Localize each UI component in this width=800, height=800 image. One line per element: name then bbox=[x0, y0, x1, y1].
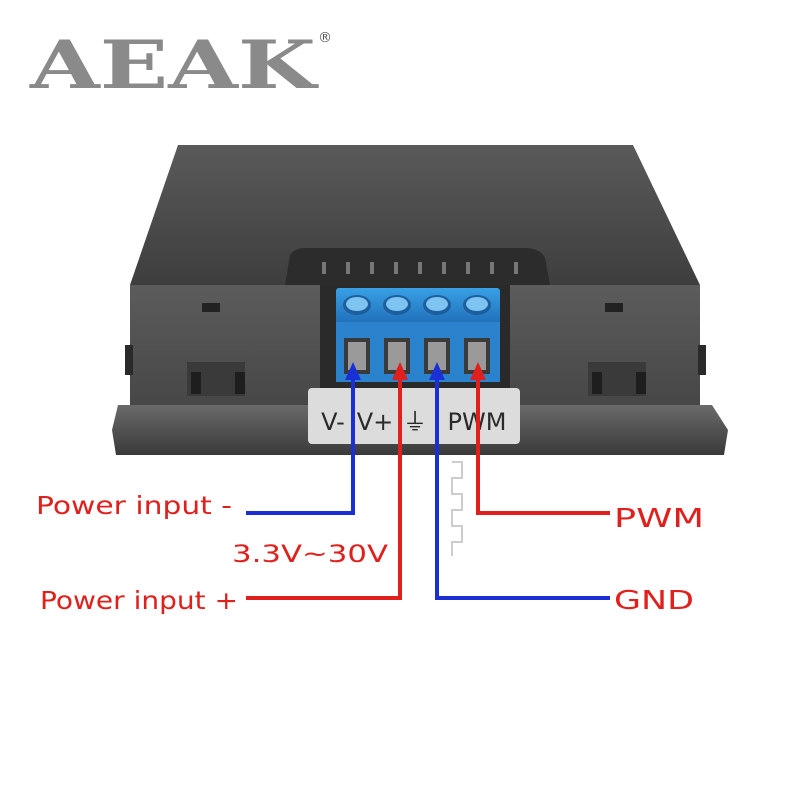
wire-power-plus bbox=[246, 362, 408, 600]
right-slot bbox=[605, 303, 623, 312]
square-wave-icon bbox=[451, 461, 463, 556]
left-mount-recess bbox=[187, 362, 245, 396]
arrow-up-icon bbox=[470, 362, 486, 380]
brand-logo: AEAK ® bbox=[29, 26, 332, 104]
label-gnd: GND bbox=[614, 586, 694, 616]
arrow-up-icon bbox=[392, 362, 408, 380]
label-pwm: PWM bbox=[614, 504, 704, 534]
terminal-label-v-minus: V- bbox=[321, 408, 345, 436]
label-power-input-plus: Power input + bbox=[40, 586, 238, 615]
arrow-up-icon bbox=[429, 362, 445, 380]
pcb-pins bbox=[322, 262, 518, 274]
wire-power-minus bbox=[246, 362, 361, 515]
label-voltage-range: 3.3V~30V bbox=[232, 540, 389, 568]
pwm-module bbox=[112, 145, 728, 455]
wire-pwm bbox=[470, 362, 610, 515]
brand-name: AEAK bbox=[29, 26, 320, 104]
module-top-lid bbox=[130, 145, 700, 285]
registered-mark: ® bbox=[318, 30, 332, 46]
left-clip bbox=[125, 345, 133, 375]
terminal-label-ground: ⏚ bbox=[403, 408, 427, 436]
terminal-label-plate bbox=[308, 388, 520, 444]
left-slot bbox=[202, 303, 220, 312]
arrow-up-icon bbox=[345, 362, 361, 380]
terminal-recess bbox=[285, 248, 550, 285]
wire-gnd bbox=[429, 362, 610, 600]
terminal-label-v-plus: V+ bbox=[357, 408, 394, 436]
label-power-input-minus: Power input - bbox=[36, 491, 232, 520]
terminal-block bbox=[336, 288, 500, 382]
right-clip bbox=[698, 345, 706, 375]
right-mount-recess bbox=[588, 362, 646, 396]
